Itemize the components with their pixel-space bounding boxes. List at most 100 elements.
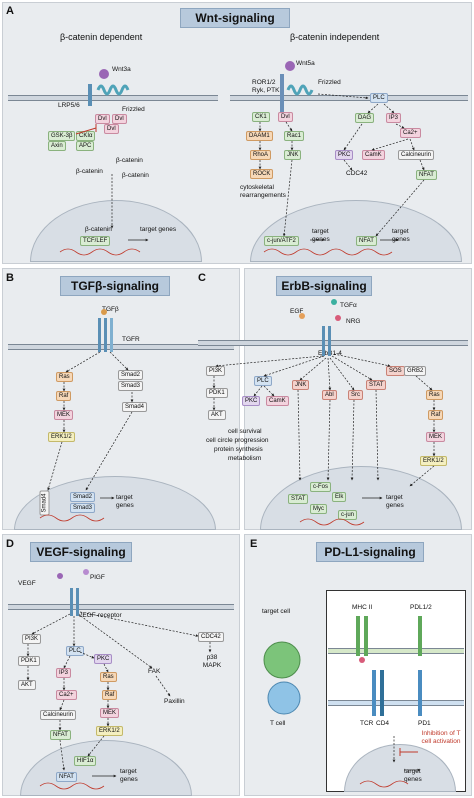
egf-ligand (299, 313, 305, 319)
arrow-erbb-stat (331, 355, 373, 381)
camk-box-c: CamK (266, 396, 289, 406)
elk-box-c: Elk (332, 492, 347, 502)
target-genes-b: target genes (116, 494, 134, 509)
bcat-label-1: β-catenin (116, 157, 143, 164)
dvl-box-2: Dvl (112, 114, 127, 124)
dvl-box-1: Dvl (95, 114, 110, 124)
inhibit-dvl-gsk (75, 124, 97, 135)
hif-box-d: HIF1α (74, 756, 97, 766)
ca-box: Ca2+ (400, 128, 421, 138)
tgfr-mid (104, 318, 107, 352)
ryk-label: Ryk, PTK7 (252, 87, 284, 94)
pkc-box-d: PKC (94, 654, 113, 664)
pdl1-molecule (418, 616, 422, 656)
lrp-receptor (88, 84, 92, 106)
pkc-box-c: PKC (242, 396, 261, 406)
pkc-box-a: PKC (335, 150, 354, 160)
mek-box-c: MEK (426, 432, 446, 442)
pi3k-box-d: PI3K (22, 634, 42, 644)
stat-box-c: STAT (366, 380, 387, 390)
p38-label: p38 MAPK (202, 654, 222, 669)
target-genes-a1: target genes (140, 226, 177, 233)
panel-a-letter: A (6, 5, 14, 17)
nfat-nuclear-d: NFAT (56, 772, 77, 782)
bcat-nuclear-label: β-catenin (85, 226, 112, 233)
dna-c (299, 518, 365, 526)
erbb-receptor-left (322, 326, 325, 356)
arrow-src-nucleus (350, 399, 355, 481)
mhc-molecule (356, 616, 360, 656)
plc-box-a: PLC (370, 93, 388, 103)
erk-box-b: ERK1/2 (48, 432, 75, 442)
plc-box-c: PLC (254, 376, 272, 386)
dna-b (39, 514, 105, 522)
nrg-ligand (335, 315, 341, 321)
ras-box-d: Ras (100, 672, 117, 682)
smad2-nuclear-b: Smad2 (70, 492, 96, 502)
arrow-erbb-abl (327, 357, 332, 391)
inhibit-pd1-tcell (399, 748, 418, 756)
dna-e (359, 780, 409, 788)
arrow-plc-ip3 (383, 103, 395, 114)
receptor-glyphs (57, 61, 341, 616)
t-cell-shape (267, 681, 301, 715)
mhc-molecule-2 (364, 616, 368, 656)
jnk-box-c: JNK (292, 380, 310, 390)
arrow-erbb-plc (263, 355, 325, 377)
mhc-label: MHC II (352, 604, 373, 611)
ras-box-b: Ras (56, 372, 73, 382)
arrow-erk-hif (87, 735, 105, 757)
panel-b-title: TGFβ-signaling (60, 276, 170, 296)
nfat-box-a: NFAT (416, 170, 437, 180)
dna-d (39, 782, 105, 790)
pi3k-box-c: PI3K (206, 366, 226, 376)
pdk1-box-c: PDK1 (206, 388, 228, 398)
wnt3a-ligand (99, 69, 109, 79)
erk-box-d: ERK1/2 (96, 726, 123, 736)
arrow-plc-ip3-d (63, 655, 71, 669)
membrane-d (8, 604, 234, 610)
membrane-c (198, 340, 468, 346)
tgfr-label: TGFR (122, 336, 140, 343)
target-cell-label: target cell (262, 608, 291, 615)
arrow-grb2-ras (415, 375, 433, 391)
arrow-jnk-nucleus (297, 389, 302, 481)
plc-box-d: PLC (66, 646, 84, 656)
arrow-ca-calcineurin-d (59, 699, 65, 711)
nfat-nuclear-a: NFAT (356, 236, 377, 246)
vegfr-right (76, 588, 79, 616)
pd1-molecule (418, 670, 422, 716)
tgfa-label: TGFα (340, 302, 357, 309)
akt-box-d: AKT (18, 680, 36, 690)
target-genes-c: target genes (386, 494, 404, 509)
tcr-label: TCR (360, 720, 374, 727)
pdk1-box-d: PDK1 (18, 656, 40, 666)
arrow-dvl-rac1 (285, 121, 293, 132)
calcineurin-box-a: Calcineurin (398, 150, 435, 160)
arrow-plc-camk (263, 385, 275, 397)
erbb-receptor-right (328, 326, 331, 356)
vegf-receptor-label: VEGF-receptor (78, 612, 122, 619)
panel-d-letter: D (6, 538, 14, 550)
membrane-a-right (230, 95, 468, 101)
arrow-ca-calcineurin (409, 138, 415, 151)
arrow-pkc-ras-d (103, 663, 109, 673)
dag-box: DAG (355, 113, 375, 123)
bcat-label-3: β-catenin (122, 172, 149, 179)
calcineurin-box-d: Calcineurin (40, 710, 77, 720)
membrane-b (8, 344, 234, 350)
cdc42-label-a: CDC42 (346, 170, 368, 177)
apc-box: APC (76, 141, 95, 151)
ck1-box: CK1 (252, 112, 270, 122)
panel-a-title: Wnt-signaling (180, 8, 290, 28)
wnt5a-ligand (285, 61, 295, 71)
panel-e-letter: E (250, 538, 258, 550)
axin-box: Axin (48, 141, 66, 151)
tcr-molecule (372, 670, 376, 716)
daam-box: DAAM1 (246, 131, 273, 141)
arrow-jnk-cjun (282, 159, 293, 237)
panel-e-title: PD-L1-signaling (316, 542, 424, 562)
src-box-c: Src (348, 390, 363, 400)
